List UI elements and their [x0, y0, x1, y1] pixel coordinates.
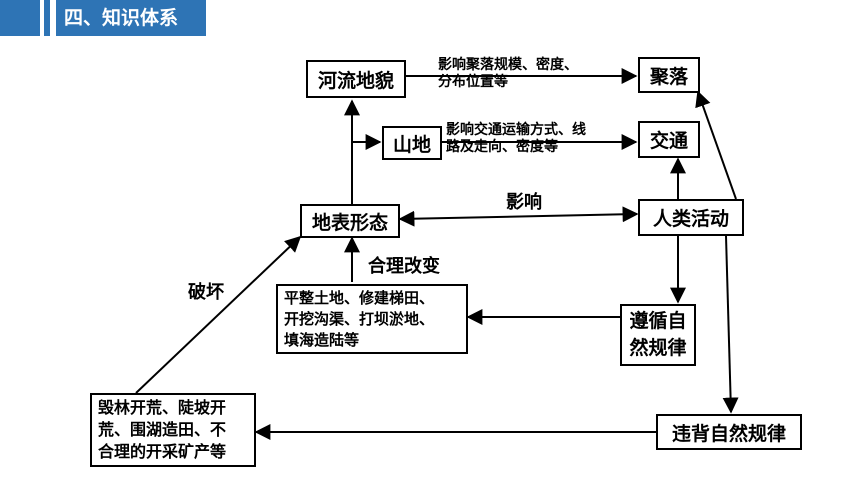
node-river-landform: 河流地貌 — [306, 60, 406, 98]
node-follow-nature: 遵循自 然规律 — [620, 304, 696, 366]
arrow-rlhd-jl — [695, 90, 737, 200]
edge-label-transport-effect-line1: 影响交通运输方式、线 — [446, 122, 586, 138]
node-follow-nature-line2: 然规律 — [629, 337, 687, 359]
node-reasonable-works-line1: 平整土地、修建梯田、 — [284, 288, 435, 307]
edge-label-settlement-effect-line2: 分布位置等 — [438, 74, 508, 90]
edge-label-settlement-effect: 影响聚落规模、密度、 分布位置等 — [438, 57, 578, 91]
node-destructive-works-line2: 荒、围湖造田、不 — [98, 420, 227, 439]
node-surface-form: 地表形态 — [300, 204, 400, 238]
node-settlement: 聚落 — [638, 57, 700, 93]
edge-label-destroy: 破坏 — [188, 282, 224, 303]
edge-label-settlement-effect-line1: 影响聚落规模、密度、 — [438, 57, 578, 73]
header-accent-bar — [0, 0, 40, 36]
arrow-hlkh-dbxt — [135, 235, 302, 394]
node-surface-form-label: 地表形态 — [311, 211, 388, 234]
edge-label-influence: 影响 — [506, 192, 542, 213]
node-reasonable-works: 平整土地、修建梯田、 开挖沟渠、打坝淤地、 填海造陆等 — [276, 284, 468, 354]
node-settlement-label: 聚落 — [649, 65, 688, 88]
node-destructive-works: 毁林开荒、陡坡开 荒、围湖造田、不 合理的开采矿产等 — [90, 393, 256, 467]
node-transport: 交通 — [638, 121, 700, 158]
node-transport-label: 交通 — [649, 130, 688, 152]
arrow-rlhd-dbxt — [398, 206, 639, 227]
arrow-rlhd-wbzr — [722, 235, 739, 414]
node-river-landform-label: 河流地貌 — [317, 69, 394, 92]
section-title: 四、知识体系 — [56, 0, 206, 36]
node-destructive-works-line3: 合理的开采矿产等 — [98, 442, 227, 461]
node-reasonable-works-line3: 填海造陆等 — [284, 330, 360, 349]
node-violate-nature: 违背自然规律 — [656, 414, 802, 450]
edge-label-reasonable-change: 合理改变 — [368, 256, 440, 277]
node-destructive-works-line1: 毁林开荒、陡坡开 — [98, 398, 227, 417]
node-violate-nature-label: 违背自然规律 — [671, 422, 786, 445]
node-mountain-label: 山地 — [392, 133, 431, 156]
node-reasonable-works-line2: 开挖沟渠、打坝淤地、 — [284, 309, 435, 328]
node-human-activity-label: 人类活动 — [652, 208, 729, 230]
node-mountain: 山地 — [382, 126, 442, 160]
node-follow-nature-line1: 遵循自 — [629, 310, 687, 332]
node-human-activity: 人类活动 — [638, 199, 744, 236]
header-accent-stripe — [44, 0, 50, 36]
edge-label-transport-effect: 影响交通运输方式、线 路及走向、密度等 — [446, 122, 586, 156]
edge-label-transport-effect-line2: 路及走向、密度等 — [446, 139, 558, 155]
